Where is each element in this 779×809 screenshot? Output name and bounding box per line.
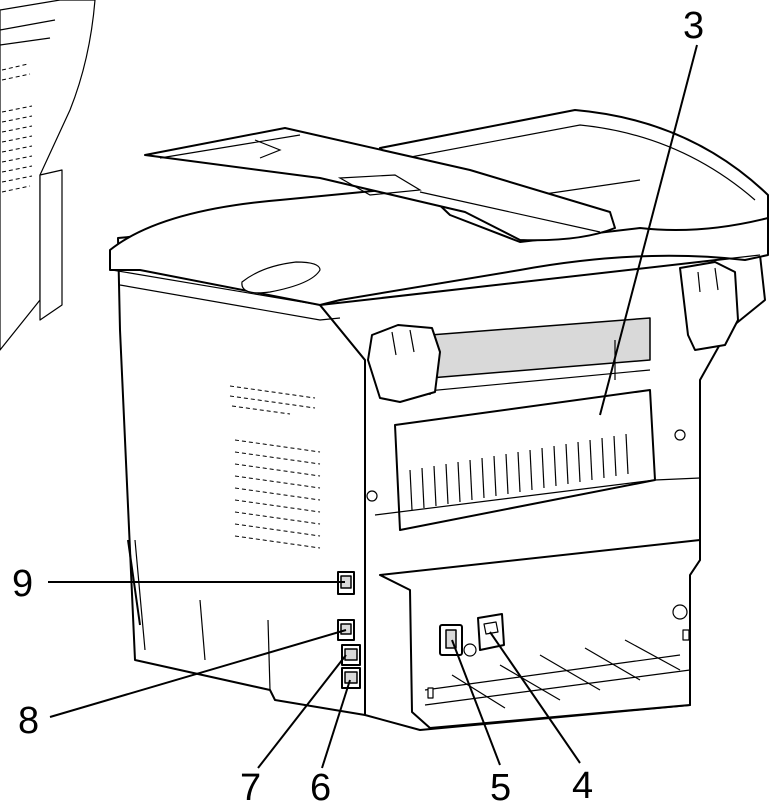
leader-line-5: [451, 639, 501, 766]
callout-8: 8: [18, 700, 39, 742]
callout-5: 5: [490, 767, 511, 809]
leader-lines: [48, 44, 698, 769]
side-vent-slots: [229, 385, 321, 549]
right-hinge: [679, 261, 739, 351]
leader-line-4: [489, 631, 581, 764]
printer-body: [109, 109, 769, 731]
front-vent-slots: [1, 63, 33, 193]
printer-front-partial: [0, 0, 96, 351]
connector-port-9: [337, 571, 355, 595]
lower-rear-panel: [379, 539, 701, 729]
callout-4: 4: [572, 765, 593, 807]
callout-6: 6: [310, 767, 331, 809]
callout-labels: 3 4 5 6 7 8 9: [12, 5, 704, 809]
leader-line-3: [599, 44, 698, 416]
leader-line-6: [321, 679, 351, 769]
connector-port-6: [341, 667, 361, 689]
connector-port-7: [341, 644, 361, 666]
rear-door-vents: [409, 433, 629, 511]
power-switch: [439, 624, 463, 656]
left-hinge: [367, 324, 441, 403]
leader-line-8: [49, 629, 347, 718]
callout-9: 9: [12, 563, 33, 605]
callout-7: 7: [240, 767, 261, 809]
leader-line-7: [257, 654, 347, 769]
callout-3: 3: [683, 5, 704, 47]
